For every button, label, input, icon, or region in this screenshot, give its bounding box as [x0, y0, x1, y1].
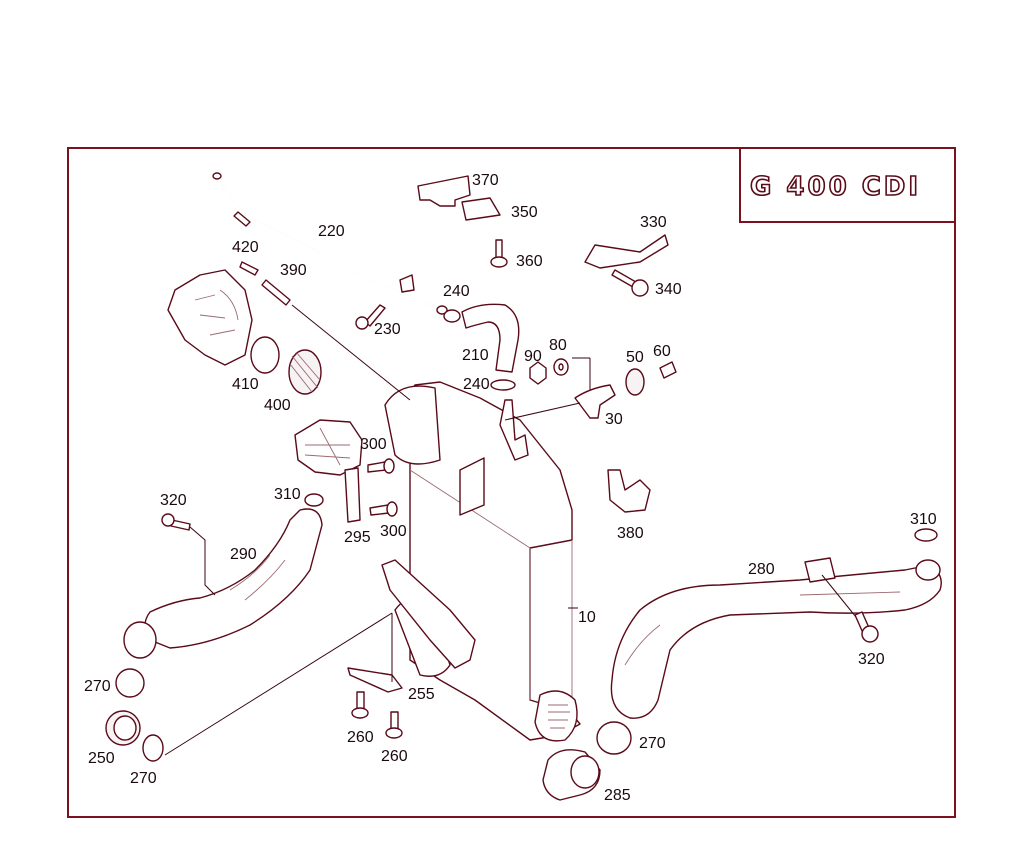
part-420-screw: [239, 261, 259, 276]
callout-380: 380: [617, 525, 644, 542]
part-60-stud: [659, 361, 677, 379]
part-10-intercooler: [381, 381, 581, 742]
part-295-gasket: [344, 467, 361, 523]
callout-240-lower: 240: [463, 376, 490, 393]
callout-400: 400: [264, 397, 291, 414]
callout-285: 285: [604, 787, 631, 804]
callout-280: 280: [748, 561, 775, 578]
part-310-oring-right: [914, 528, 938, 542]
part-290-charge-pipe: [123, 508, 323, 659]
callout-350: 350: [511, 204, 538, 221]
part-240-clamp-lower: [490, 379, 516, 391]
part-410-seal: [250, 336, 280, 374]
callout-210: 210: [462, 347, 489, 364]
part-280-charge-pipe: [610, 557, 942, 719]
callout-260-right: 260: [381, 748, 408, 765]
part-350-bracket: [461, 197, 501, 221]
part-310-oring-left: [304, 493, 324, 507]
callout-60: 60: [653, 343, 671, 360]
part-270-ring-left-upper: [115, 668, 145, 698]
callout-90: 90: [524, 348, 542, 365]
callout-240-upper: 240: [443, 283, 470, 300]
part-340-bolt: [611, 269, 649, 297]
part-360-bolt: [490, 239, 508, 268]
callout-220: 220: [318, 223, 345, 240]
part-380-clip: [607, 469, 651, 513]
callout-250: 250: [88, 750, 115, 767]
callout-290: 290: [230, 546, 257, 563]
callout-310-left: 310: [274, 486, 301, 503]
callout-360: 360: [516, 253, 543, 270]
part-210-hose: [461, 303, 520, 373]
leader-320-left: [189, 526, 216, 596]
part-230-bolt: [355, 304, 386, 330]
part-30-bracket: [572, 357, 616, 419]
part-80-washer: [553, 358, 569, 376]
callout-50: 50: [626, 349, 644, 366]
part-255-bracket: [347, 667, 403, 693]
callout-390: 390: [280, 262, 307, 279]
callout-270-right: 270: [639, 735, 666, 752]
callout-330: 330: [640, 214, 667, 231]
callout-340: 340: [655, 281, 682, 298]
part-260-bolt-left: [351, 691, 369, 719]
callout-300-lower: 300: [380, 523, 407, 540]
callout-30: 30: [605, 411, 623, 428]
part-throttle-body: [294, 419, 363, 476]
leader-270-left: [164, 612, 393, 756]
leader-320-right: [821, 574, 861, 623]
callout-320-right: 320: [858, 651, 885, 668]
callout-370: 370: [472, 172, 499, 189]
model-title: G 400 CDI: [750, 172, 921, 202]
callout-270-left-upper: 270: [84, 678, 111, 695]
part-250-clamp: [105, 710, 141, 746]
title-box: [739, 148, 955, 223]
callout-270-left-lower: 270: [130, 770, 157, 787]
leader-30: [504, 402, 581, 421]
part-320-bolt-right: [854, 611, 879, 643]
part-260-bolt-right: [385, 711, 403, 739]
part-90-nut: [529, 361, 547, 385]
callout-320-left: 320: [160, 492, 187, 509]
part-330-bracket: [584, 234, 669, 269]
leader-390: [291, 304, 411, 401]
part-285-elbow: [542, 749, 601, 801]
callout-410: 410: [232, 376, 259, 393]
callout-295: 295: [344, 529, 371, 546]
callout-420: 420: [232, 239, 259, 256]
callout-80: 80: [549, 337, 567, 354]
part-220-tube: [212, 172, 448, 315]
callout-260-left: 260: [347, 729, 374, 746]
callout-230: 230: [374, 321, 401, 338]
part-270-ring-left-lower: [142, 734, 164, 762]
callout-10: 10: [578, 609, 596, 626]
part-390-spacer: [261, 279, 291, 306]
callout-300-upper: 300: [360, 436, 387, 453]
part-300-bolt-lower: [369, 501, 398, 517]
diagram-frame: [67, 147, 956, 818]
part-turbo-housing: [167, 269, 253, 366]
part-50-mount: [625, 368, 645, 396]
callout-310-right: 310: [910, 511, 937, 528]
part-270-ring-right: [596, 721, 632, 755]
part-300-bolt-upper: [367, 458, 395, 474]
callout-255: 255: [408, 686, 435, 703]
part-240-clamp-upper: [443, 309, 461, 323]
part-370-clip: [417, 175, 471, 207]
part-320-bolt-left: [161, 513, 191, 531]
part-400-sleeve: [288, 349, 322, 395]
